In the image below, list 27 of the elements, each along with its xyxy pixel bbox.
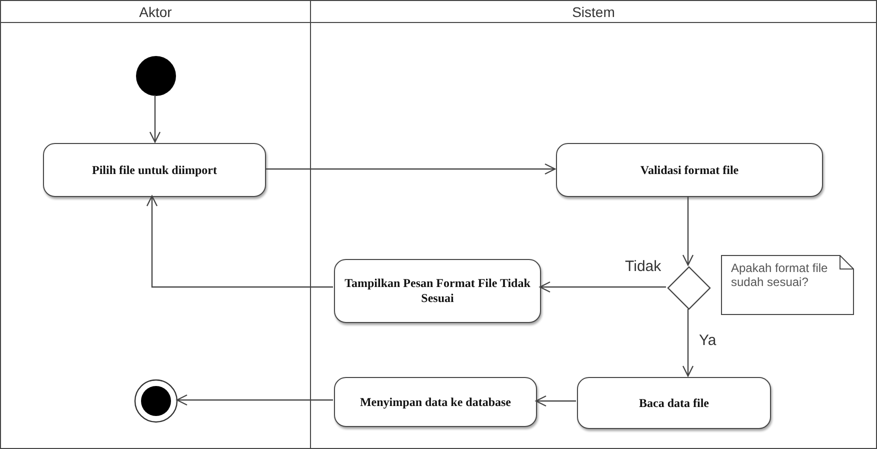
- arrow: [265, 163, 556, 175]
- start-node: [136, 56, 176, 96]
- swimlane: [0, 0, 311, 449]
- note: [721, 255, 854, 315]
- lane-header: Aktor: [1, 1, 310, 23]
- action-box: [577, 377, 771, 429]
- arrow: [146, 195, 333, 288]
- arrow: [535, 395, 576, 407]
- swimlane: [310, 0, 877, 449]
- arrow: [176, 394, 333, 406]
- end-node: [134, 379, 178, 423]
- arrow: [149, 95, 161, 143]
- action-box: [43, 143, 266, 197]
- action-box: [334, 259, 541, 323]
- arrow: [682, 309, 694, 377]
- action-label: Validasi format file: [640, 162, 739, 178]
- arrow: [539, 281, 666, 293]
- arrow: [682, 196, 694, 266]
- action-label: Baca data file: [639, 396, 709, 410]
- decision-diamond: [667, 266, 711, 310]
- action-label: Pilih file untuk diimport: [92, 162, 218, 178]
- action-label: Menyimpan data ke database: [360, 394, 511, 410]
- lane-header: Sistem: [311, 1, 876, 23]
- action-box: [334, 377, 537, 427]
- note-text: Apakah format file sudah sesuai?: [730, 260, 829, 289]
- action-box: [556, 143, 823, 197]
- action-label: Tampilkan Pesan Format File Tidak Sesuai: [344, 276, 532, 306]
